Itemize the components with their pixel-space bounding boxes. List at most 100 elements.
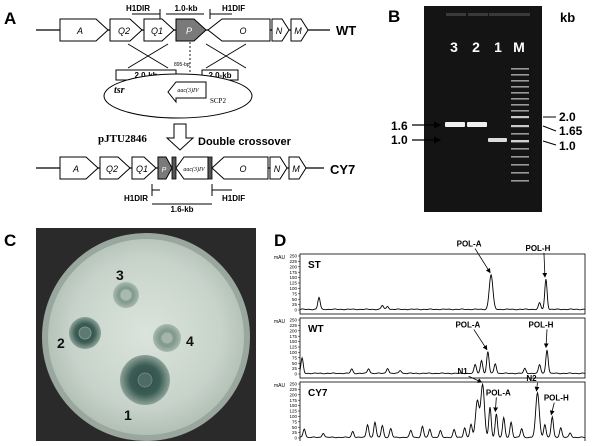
wt-gene-p-label: P [186, 26, 192, 36]
peak-arrow-wt-pol-a [473, 329, 488, 351]
y-tick-label-wt-9: 225 [289, 323, 297, 328]
gel-lane-label-m: M [513, 39, 525, 55]
y-tick-label-wt-5: 125 [289, 345, 297, 350]
y-tick-label-st-4: 100 [289, 286, 297, 291]
gel-lane-label-1: 1 [494, 39, 502, 55]
peak-arrow-st-pol-h [542, 252, 548, 278]
scp2-label: SCP2 [210, 97, 226, 105]
y-tick-label-cy7-9: 225 [289, 387, 297, 392]
y-tick-label-cy7-5: 125 [289, 409, 297, 414]
wt-gene-q1-label: Q1 [151, 26, 163, 36]
gel-well-3 [446, 13, 466, 16]
wt-gene-a-label: A [76, 26, 83, 36]
cy7-primer-h1dif-label: H1DIF [222, 194, 245, 203]
peak-label-cy7-pol-a: POL-A [486, 388, 511, 397]
panel-a-label: A [4, 9, 16, 28]
y-tick-label-wt-6: 150 [289, 339, 297, 344]
gel-marker-left-1.6: 1.6 [391, 119, 408, 133]
gel-well-2 [468, 13, 488, 16]
peak-arrow-cy7-pol-a [493, 397, 499, 413]
peak-label-cy7-pol-h: POL-H [544, 394, 569, 403]
cy7-strain-label: CY7 [330, 162, 355, 177]
wt-gene-o-label: O [239, 26, 246, 36]
peak-label-st-pol-a: POL-A [457, 240, 482, 249]
cy7-gene-a-label: A [72, 164, 79, 174]
y-tick-label-wt-4: 100 [289, 350, 297, 355]
cy7-gene-a [59, 156, 99, 180]
peak-arrow-cy7-n2 [534, 382, 540, 392]
cy7-gene-m [288, 156, 307, 180]
gel-marker-right-1.0: 1.0 [559, 139, 576, 153]
y-unit-label-cy7: mAU [274, 383, 286, 389]
y-tick-label-st-7: 175 [289, 270, 297, 275]
y-tick-label-st-6: 150 [289, 275, 297, 280]
cy7-gene-q1 [131, 156, 157, 180]
wt-gene-p-deleted [175, 18, 207, 42]
panel-d: D mAU0255075100125150175200225250STPOL-A… [274, 231, 586, 445]
panel-a: A A Q2 Q1 P O N M WT H1DIR 1.0-kb [4, 4, 356, 214]
cy7-gene-q2 [99, 156, 131, 180]
wt-gene-q1 [143, 18, 175, 42]
wt-gene-n-label: N [276, 26, 283, 36]
y-tick-label-st-3: 75 [292, 291, 298, 296]
gel-band-lane3-1.6kb [445, 122, 465, 127]
y-tick-label-cy7-8: 200 [289, 392, 297, 397]
chromatogram-trace-wt [299, 349, 586, 375]
panel-c: C 1 2 3 4 [4, 228, 256, 441]
hole-label-3: 3 [116, 267, 124, 283]
y-tick-label-cy7-7: 175 [289, 398, 297, 403]
wt-gene-a [59, 18, 109, 42]
trace-name-wt: WT [308, 324, 324, 335]
homology-arm-right-label: 2.0-kb [208, 71, 231, 80]
cy7-gene-m-label: M [292, 164, 300, 174]
y-tick-label-cy7-1: 25 [292, 430, 298, 435]
gel-marker-left-1.0: 1.0 [391, 133, 408, 147]
peak-arrow-wt-pol-h [543, 329, 549, 349]
wt-pcr-product-label: 1.0-kb [174, 4, 197, 13]
homology-arm-left-label: 2.0-kb [134, 71, 157, 80]
gel-well-1 [489, 13, 509, 16]
hole-2 [78, 326, 92, 340]
peak-label-st-pol-h: POL-H [525, 244, 550, 253]
double-crossover-arrow [165, 123, 195, 151]
y-tick-label-wt-2: 50 [292, 361, 298, 366]
wt-gene-q2-label: Q2 [118, 26, 130, 36]
aac3iv-cassette [167, 81, 207, 104]
hole-3 [119, 288, 133, 302]
y-tick-label-cy7-4: 100 [289, 414, 297, 419]
gel-band-lane1-1.0kb [488, 138, 507, 142]
y-tick-label-st-0: 0 [294, 308, 297, 313]
wt-strain-label: WT [336, 23, 356, 38]
wt-locus: A Q2 Q1 P O N M WT H1DIR 1.0-kb H1DIF [36, 4, 356, 42]
petri-dish-agar [48, 239, 244, 435]
y-tick-label-cy7-6: 150 [289, 403, 297, 408]
gel-lane-label-3: 3 [450, 39, 458, 55]
peak-label-wt-pol-h: POL-H [529, 320, 554, 329]
panel-c-label: C [4, 231, 16, 250]
cy7-gene-p-remnant [157, 156, 173, 180]
chromatogram-frame-wt [299, 317, 586, 379]
gel-marker-right-1.0-tick [542, 140, 557, 146]
y-tick-label-st-9: 225 [289, 259, 297, 264]
cy7-aac3iv-label: aac(3)IV [183, 166, 206, 173]
hole-label-4: 4 [186, 333, 194, 349]
y-tick-label-wt-10: 250 [289, 318, 297, 323]
plasmid-name: pJTU2846 [98, 133, 147, 145]
peak-arrow-cy7-pol-h [549, 402, 555, 416]
y-tick-label-wt-0: 0 [294, 372, 297, 377]
y-tick-label-st-8: 200 [289, 264, 297, 269]
trace-name-cy7: CY7 [308, 388, 328, 399]
panel-b: B 3 2 1 M [388, 6, 583, 212]
chromatogram-frame-cy7 [299, 381, 586, 443]
y-tick-label-st-5: 125 [289, 281, 297, 286]
cy7-locus: A Q2 Q1 P aac(3)IV O N M CY7 H1DIR 1.6-k… [36, 156, 355, 214]
trace-name-st: ST [308, 260, 321, 271]
wt-primer-h1dir-label: H1DIR [126, 4, 150, 13]
wt-gene-n [271, 18, 290, 42]
y-tick-label-wt-3: 75 [292, 355, 298, 360]
cy7-gene-q2-label: Q2 [106, 164, 118, 174]
hole-1 [137, 372, 153, 388]
chromatogram-frame-st [299, 253, 586, 315]
